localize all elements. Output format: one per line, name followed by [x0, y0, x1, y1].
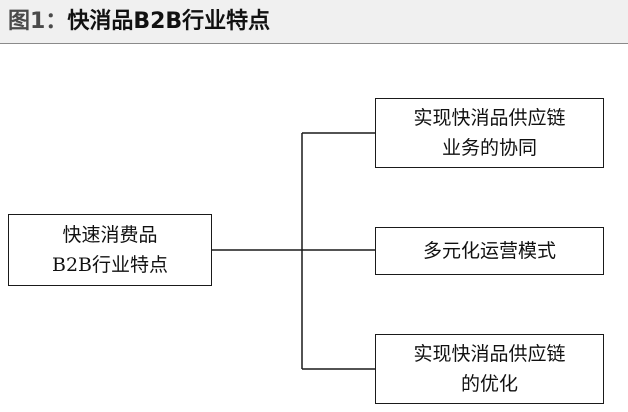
figure-title-bar: 图1：快消品B2B行业特点: [0, 0, 628, 44]
branch-node-2-line-1: 多元化运营模式: [422, 240, 556, 262]
figure-label: 图1：: [8, 9, 68, 34]
figure-title: 图1：快消品B2B行业特点: [8, 8, 270, 36]
branch-node-3-line-1: 实现快消品供应链: [413, 343, 566, 365]
branch-node-3: 实现快消品供应链 的优化: [375, 334, 604, 404]
root-node-line-1: 快速消费品: [62, 224, 158, 246]
branch-node-3-line-2: 的优化: [460, 373, 518, 395]
root-node-line-2: B2B行业特点: [51, 254, 168, 276]
figure-title-text: 快消品B2B行业特点: [67, 9, 271, 34]
branch-node-1-line-2: 业务的协同: [441, 137, 537, 159]
root-node: 快速消费品 B2B行业特点: [8, 214, 212, 286]
branch-node-2: 多元化运营模式: [375, 227, 604, 275]
branch-node-1-line-1: 实现快消品供应链: [413, 107, 566, 129]
branch-node-1: 实现快消品供应链 业务的协同: [375, 98, 604, 168]
